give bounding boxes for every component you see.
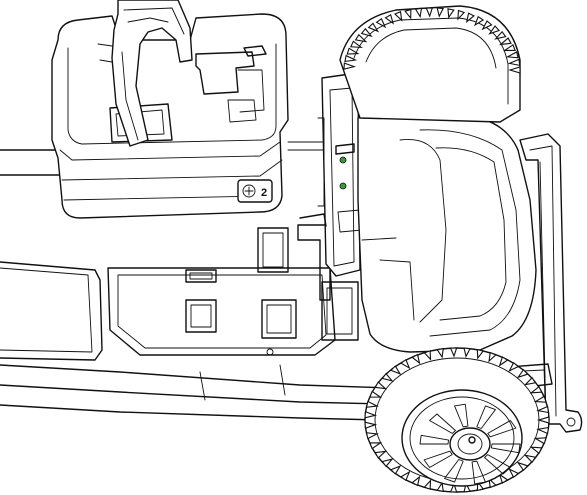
tread-block bbox=[344, 54, 358, 63]
lower-indicator-icon bbox=[339, 182, 347, 190]
seat-post-bracket bbox=[299, 73, 363, 277]
wheel-spoke bbox=[454, 403, 469, 428]
tread-block bbox=[533, 437, 547, 445]
tread-block bbox=[523, 454, 537, 464]
wheel-spoke bbox=[444, 459, 464, 483]
tread-block bbox=[389, 365, 402, 376]
tread-block bbox=[411, 475, 421, 487]
battery-pack bbox=[51, 13, 289, 219]
tread-block bbox=[374, 381, 388, 390]
tread-block bbox=[436, 7, 445, 18]
tread-block bbox=[343, 62, 357, 70]
tread-block bbox=[394, 10, 403, 22]
tread-block bbox=[523, 376, 537, 386]
tread-block bbox=[536, 426, 550, 435]
anti-tip-bar bbox=[495, 133, 583, 433]
tread-block bbox=[449, 347, 458, 358]
wheel-spokes bbox=[419, 403, 521, 485]
rear-wheel-upper bbox=[339, 5, 521, 123]
tread-block bbox=[447, 8, 455, 19]
lower-wheel-tread bbox=[364, 347, 550, 493]
tread-block bbox=[488, 351, 497, 363]
wheel-spoke bbox=[484, 454, 511, 475]
tread-block bbox=[505, 51, 519, 59]
tread-block bbox=[367, 22, 380, 33]
tread-block bbox=[384, 13, 395, 25]
tread-block bbox=[374, 450, 388, 459]
wheel-spoke bbox=[491, 443, 521, 454]
upper-indicator-icon bbox=[339, 156, 347, 164]
wheel-spoke bbox=[471, 460, 486, 485]
wheel-spoke bbox=[419, 434, 449, 445]
upper-wheel-tread bbox=[343, 7, 521, 74]
tread-block bbox=[375, 17, 387, 29]
tread-block bbox=[364, 421, 378, 430]
tread-block bbox=[404, 8, 412, 20]
tread-block bbox=[369, 442, 383, 450]
battery-number-text: 2 bbox=[261, 187, 267, 199]
tread-block bbox=[449, 482, 458, 493]
tread-block bbox=[350, 40, 363, 49]
carry-handle bbox=[97, 0, 193, 147]
tread-block bbox=[502, 43, 516, 52]
tread-block bbox=[533, 395, 547, 403]
tread-block bbox=[414, 7, 423, 19]
tread-block bbox=[381, 458, 394, 468]
tread-block bbox=[423, 350, 432, 361]
tread-block bbox=[381, 372, 394, 382]
tread-block bbox=[463, 347, 471, 358]
wheel-hub-bolt-icon bbox=[468, 436, 476, 444]
tread-block bbox=[365, 400, 379, 408]
tread-block bbox=[346, 47, 360, 55]
tread-block bbox=[499, 37, 512, 46]
tread-block bbox=[516, 368, 529, 379]
tread-block bbox=[476, 348, 485, 360]
battery-label: 2 bbox=[237, 179, 273, 203]
deck-pockets bbox=[185, 224, 359, 341]
tread-block bbox=[400, 358, 411, 370]
tread-block bbox=[436, 347, 444, 359]
tread-block bbox=[481, 20, 493, 31]
tread-block bbox=[507, 58, 521, 67]
rear-wheel-lower bbox=[364, 347, 550, 493]
tread-block bbox=[425, 7, 434, 18]
tread-block bbox=[354, 33, 368, 43]
tread-block bbox=[536, 405, 550, 414]
tread-block bbox=[498, 356, 509, 367]
wheel-spoke bbox=[476, 405, 496, 429]
wheel-spoke bbox=[429, 413, 456, 434]
tread-block bbox=[465, 12, 475, 24]
tread-block bbox=[364, 410, 378, 419]
tread-block bbox=[494, 30, 507, 40]
tread-block bbox=[508, 361, 520, 373]
tread-block bbox=[498, 473, 509, 484]
tread-block bbox=[400, 470, 411, 482]
tread-block bbox=[436, 481, 444, 493]
tread-block bbox=[360, 27, 373, 38]
tread-block bbox=[529, 446, 543, 455]
tread-block bbox=[389, 464, 402, 475]
tread-block bbox=[508, 467, 520, 479]
tread-block bbox=[365, 432, 379, 440]
tread-block bbox=[423, 479, 432, 490]
wheel-spoke bbox=[423, 450, 453, 468]
wheel-spoke bbox=[487, 420, 517, 438]
tread-block bbox=[508, 66, 521, 74]
tread-block bbox=[474, 15, 485, 27]
tread-block bbox=[516, 461, 529, 472]
tread-block bbox=[488, 25, 501, 35]
tread-block bbox=[457, 9, 466, 21]
tread-block bbox=[369, 390, 383, 398]
tread-block bbox=[529, 385, 543, 394]
tread-block bbox=[411, 353, 421, 365]
tread-block bbox=[537, 416, 550, 424]
rear-drive-unit bbox=[357, 89, 537, 353]
